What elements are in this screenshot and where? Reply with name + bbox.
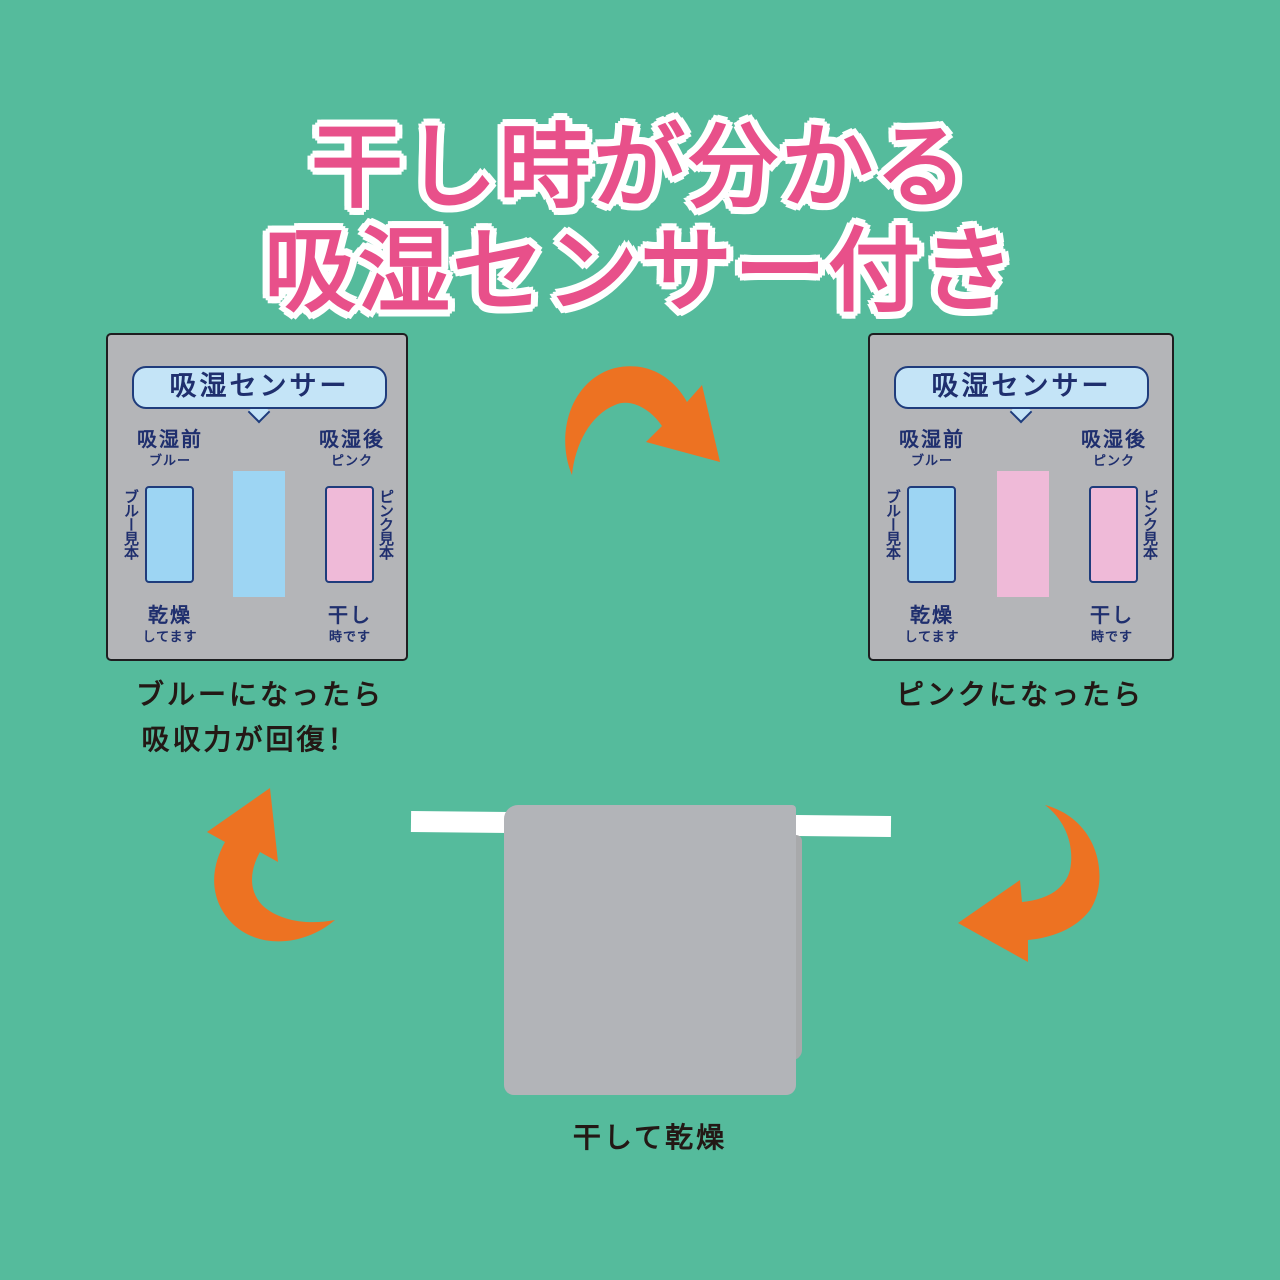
after-label: 吸湿後 xyxy=(1081,427,1147,451)
sensor-indicator-strip xyxy=(233,471,285,597)
before-sub-label: ブルー xyxy=(148,454,191,469)
blue-sample-swatch xyxy=(907,486,956,583)
hang-label: 干し xyxy=(1090,603,1134,627)
sensor-card-blue: 吸湿センサー 吸湿前 ブルー 吸湿後 ピンク ブルー見本 ピンク見本 乾燥 して… xyxy=(106,333,408,661)
headline-line-1: 干し時が分かる xyxy=(310,114,969,221)
sensor-indicator-strip xyxy=(997,471,1049,597)
before-label: 吸湿前 xyxy=(137,427,203,451)
left-arrow-icon xyxy=(207,788,335,942)
caption-blue-line-1: ブルーになったら xyxy=(135,678,384,711)
dry-sub-label: してます xyxy=(904,630,960,645)
sensor-title-bubble: 吸湿センサー xyxy=(132,366,387,409)
dry-label: 乾燥 xyxy=(148,603,192,627)
right-arrow-icon xyxy=(958,805,1100,962)
after-label: 吸湿後 xyxy=(319,427,385,451)
blue-sample-label: ブルー見本 xyxy=(884,489,902,559)
towel-caption: 干して乾燥 xyxy=(572,1121,728,1154)
pink-sample-label: ピンク見本 xyxy=(377,489,395,559)
before-label: 吸湿前 xyxy=(899,427,965,451)
dry-label: 乾燥 xyxy=(910,603,954,627)
blue-sample-label: ブルー見本 xyxy=(122,489,140,559)
hang-sub-label: 時です xyxy=(1090,630,1133,645)
caption-pink: ピンクになったら xyxy=(895,678,1144,711)
before-sub-label: ブルー xyxy=(910,454,953,469)
pink-sample-label: ピンク見本 xyxy=(1141,489,1159,559)
hang-label: 干し xyxy=(328,603,372,627)
after-sub-label: ピンク xyxy=(330,454,373,469)
pink-sample-swatch xyxy=(1089,486,1138,583)
towel xyxy=(504,805,796,1095)
headline-line-2: 吸湿センサー付き xyxy=(263,218,1016,325)
dry-sub-label: してます xyxy=(142,630,198,645)
blue-sample-swatch xyxy=(145,486,194,583)
after-sub-label: ピンク xyxy=(1092,454,1135,469)
top-arrow-icon xyxy=(565,366,720,475)
sensor-title-bubble: 吸湿センサー xyxy=(894,366,1149,409)
caption-blue-line-2: 吸収力が回復！ xyxy=(141,723,359,756)
hang-sub-label: 時です xyxy=(328,630,371,645)
pink-sample-swatch xyxy=(325,486,374,583)
sensor-card-pink: 吸湿センサー 吸湿前 ブルー 吸湿後 ピンク ブルー見本 ピンク見本 乾燥 して… xyxy=(868,333,1174,661)
